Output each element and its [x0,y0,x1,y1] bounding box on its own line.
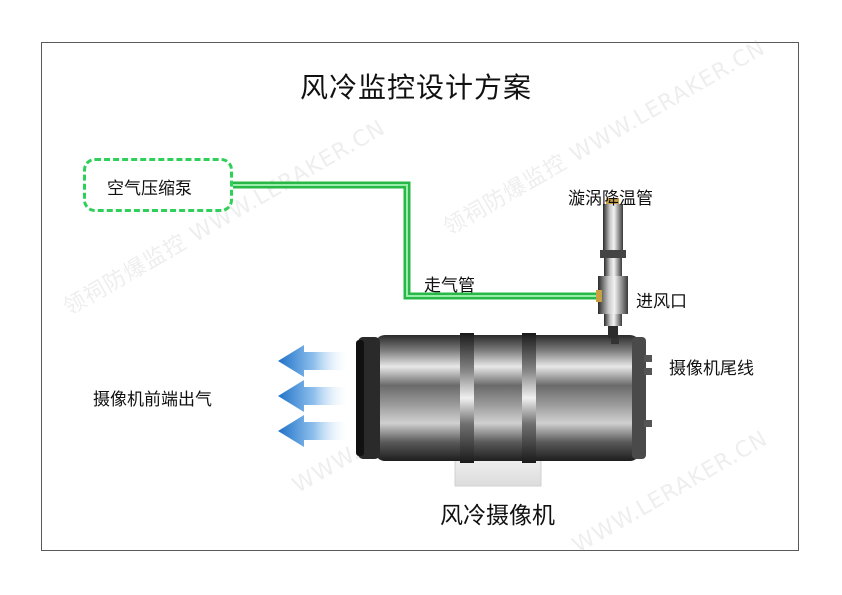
tail-cable-label: 摄像机尾线 [669,359,754,379]
compressor-box [83,158,233,212]
vortex-tube-label: 漩涡降温管 [568,189,653,209]
camera-body [356,333,652,463]
air-pipe-label: 走气管 [424,276,475,296]
compressor-label: 空气压缩泵 [107,179,192,199]
air-pipe [233,181,598,300]
exhaust-arrows [278,345,350,447]
vortex-tube [596,198,628,338]
front-exhaust-label: 摄像机前端出气 [93,390,212,410]
air-inlet-label: 进风口 [636,292,687,312]
page-title: 风冷监控设计方案 [300,71,533,104]
diagram-frame [41,42,799,551]
camera-label: 风冷摄像机 [440,503,555,529]
